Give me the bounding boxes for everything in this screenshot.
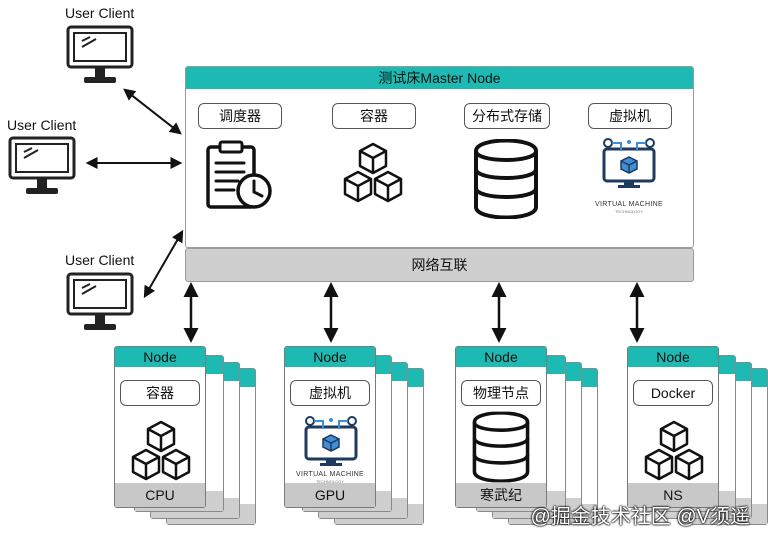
client2-label: User Client (7, 117, 77, 133)
monitor-icon (66, 272, 134, 334)
master-scheduler-label: 调度器 (198, 103, 282, 129)
database-icon (471, 139, 541, 219)
vm-caption: VIRTUAL MACHINE (296, 471, 364, 478)
virtual-machine-icon (594, 137, 664, 189)
master-node-panel: 测试床Master Node 调度器 容器 分布式存储 虚拟机 VIRTUAL … (185, 66, 694, 248)
master-node-title: 测试床Master Node (186, 67, 693, 89)
client3-arrow (143, 229, 184, 299)
node-header: Node (628, 347, 718, 367)
network-bar: 网络互联 (185, 248, 694, 282)
monitor-icon (66, 25, 134, 87)
node-card: Node Docker NS (627, 346, 719, 508)
node-card: Node 容器 CPU (114, 346, 206, 508)
watermark-text: @掘金技术社区 @V须遥 (530, 506, 750, 528)
clipboard-clock-icon (204, 139, 274, 211)
node-component-label: 物理节点 (461, 380, 541, 406)
node-card: Node 物理节点 寒武纪 (455, 346, 547, 508)
node-component-label: 虚拟机 (290, 380, 370, 406)
node-footer: GPU (285, 483, 375, 507)
node-component-label: Docker (633, 380, 713, 406)
client1-arrow (123, 88, 182, 135)
node-footer: NS (628, 483, 718, 507)
monitor-icon (8, 136, 76, 198)
cubes-icon (126, 419, 196, 483)
node-footer: CPU (115, 483, 205, 507)
node-card: Node 虚拟机 VIRTUAL MACHINE TECHNOLOGY GPU (284, 346, 376, 508)
node-header: Node (456, 347, 546, 367)
virtual-machine-icon (296, 415, 366, 467)
node-component-label: 容器 (120, 380, 200, 406)
client1-label: User Client (65, 5, 135, 21)
node-header: Node (285, 347, 375, 367)
cubes-icon (639, 419, 709, 483)
node-header: Node (115, 347, 205, 367)
vm-subcaption: TECHNOLOGY (315, 479, 344, 484)
database-icon (470, 411, 532, 483)
cubes-icon (338, 141, 408, 205)
vm-caption: VIRTUAL MACHINE (595, 201, 663, 208)
node-footer: 寒武纪 (456, 483, 546, 507)
master-vm-label: 虚拟机 (588, 103, 672, 129)
client3-label: User Client (65, 252, 135, 268)
master-container-label: 容器 (332, 103, 416, 129)
vm-subcaption: TECHNOLOGY (614, 209, 643, 214)
master-storage-label: 分布式存储 (464, 103, 550, 129)
